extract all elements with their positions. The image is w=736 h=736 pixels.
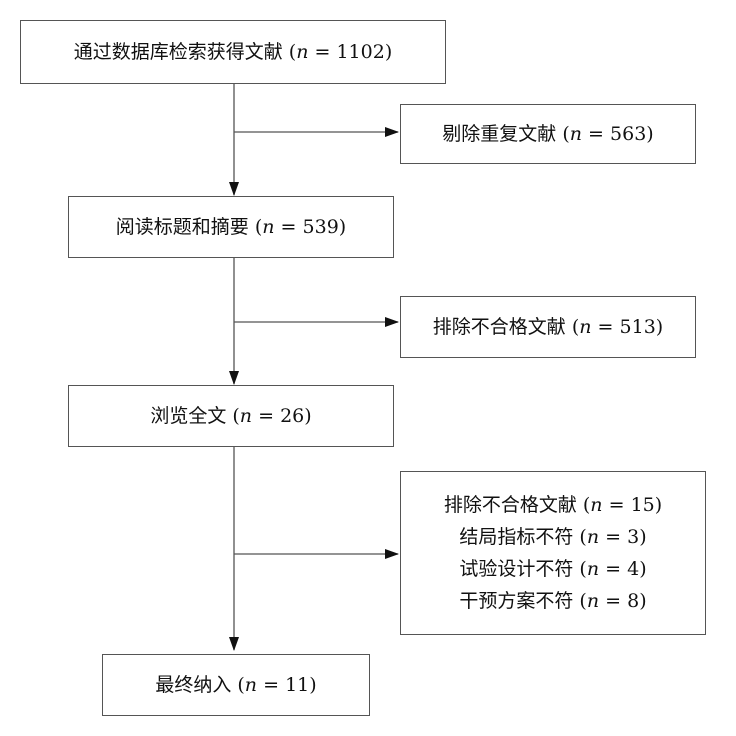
count-value: 4 <box>627 558 640 580</box>
box-title-abstract-screening: 阅读标题和摘要 (n = 539) <box>68 196 394 258</box>
reason-item: 试验设计不符 (n = 4) <box>459 558 647 580</box>
equals-sign: = <box>280 216 297 238</box>
reason-label: 结局指标不符 <box>459 526 574 548</box>
box-exclude-ineligible-1: 排除不合格文献 (n = 513) <box>400 296 696 358</box>
equals-sign: = <box>605 558 622 580</box>
count-value: 26 <box>280 405 305 427</box>
n-symbol: n <box>586 558 600 580</box>
box-text: 最终纳入 (n = 11) <box>155 674 317 696</box>
count-value: 15 <box>630 494 655 516</box>
equals-sign: = <box>608 494 625 516</box>
n-symbol: n <box>262 216 275 238</box>
equals-sign: = <box>588 123 604 145</box>
n-symbol: n <box>590 494 603 516</box>
step-label: 阅读标题和摘要 <box>115 216 249 238</box>
equals-sign: = <box>258 405 275 427</box>
n-symbol: n <box>296 41 309 63</box>
count-value: 3 <box>627 526 640 548</box>
box-text: 排除不合格文献 (n = 15) <box>443 494 663 516</box>
count-value: 1102 <box>336 41 385 63</box>
box-exclude-ineligible-2: 排除不合格文献 (n = 15) 结局指标不符 (n = 3) 试验设计不符 (… <box>400 471 706 635</box>
box-full-text-review: 浏览全文 (n = 26) <box>68 385 394 447</box>
box-text: 阅读标题和摘要 (n = 539) <box>115 216 347 238</box>
box-remove-duplicates: 剔除重复文献 (n = 563) <box>400 104 696 164</box>
equals-sign: = <box>314 41 331 63</box>
box-database-search: 通过数据库检索获得文献 (n = 1102) <box>20 20 446 84</box>
box-text: 排除不合格文献 (n = 513) <box>432 316 664 338</box>
n-symbol: n <box>586 526 600 548</box>
step-label: 通过数据库检索获得文献 <box>73 41 283 63</box>
n-symbol: n <box>239 405 253 427</box>
step-label: 排除不合格文献 <box>432 316 566 338</box>
equals-sign: = <box>263 674 280 696</box>
count-value: 11 <box>285 674 310 696</box>
step-label: 最终纳入 <box>155 674 232 696</box>
reason-label: 干预方案不符 <box>459 590 574 612</box>
reason-item: 结局指标不符 (n = 3) <box>459 526 647 548</box>
reason-label: 试验设计不符 <box>459 558 574 580</box>
count-value: 539 <box>302 216 339 238</box>
equals-sign: = <box>597 316 614 338</box>
n-symbol: n <box>579 316 592 338</box>
count-value: 563 <box>610 123 647 145</box>
step-label: 排除不合格文献 <box>443 494 577 516</box>
count-value: 513 <box>619 316 656 338</box>
n-symbol: n <box>569 123 582 145</box>
box-final-included: 最终纳入 (n = 11) <box>102 654 370 716</box>
box-text: 剔除重复文献 (n = 563) <box>442 123 654 145</box>
reason-item: 干预方案不符 (n = 8) <box>459 590 647 612</box>
box-text: 浏览全文 (n = 26) <box>150 405 312 427</box>
step-label: 浏览全文 <box>150 405 227 427</box>
n-symbol: n <box>244 674 258 696</box>
n-symbol: n <box>586 590 600 612</box>
equals-sign: = <box>605 526 622 548</box>
equals-sign: = <box>605 590 622 612</box>
step-label: 剔除重复文献 <box>442 123 557 145</box>
box-text: 通过数据库检索获得文献 (n = 1102) <box>73 41 393 63</box>
count-value: 8 <box>627 590 640 612</box>
